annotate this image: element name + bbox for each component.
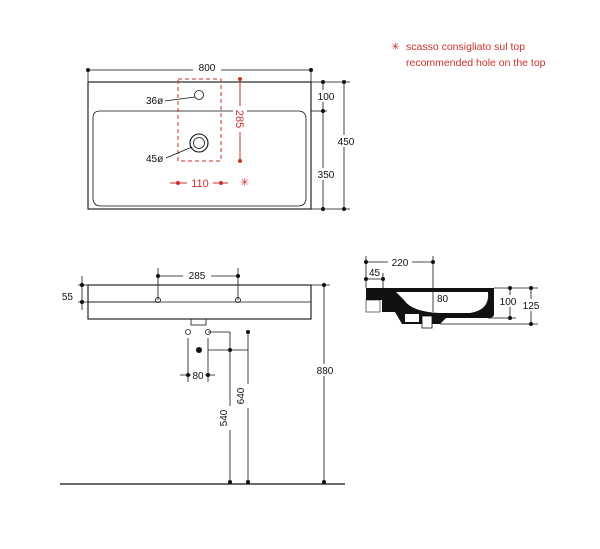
back-depth-label-bg [315,90,337,102]
hook-height-label: 55 [62,292,74,303]
overflow-hole [194,90,204,100]
legend-line-italian: scasso consigliato sul top [406,41,525,53]
section-bowl-cavity [396,292,489,313]
outer-height-top [529,286,533,290]
pipe-height-a-bottom [246,480,250,484]
inner-height-label-bg [497,295,519,307]
depth-label: 450 [338,137,355,148]
pipe-height-a-top [246,330,250,334]
outer-height-label: 125 [523,301,540,312]
total-height-label: 880 [317,366,334,377]
supply-pipe-left [185,329,191,335]
hole-offset-end [238,159,242,163]
hole-width-end [219,181,223,185]
drain-stub [190,318,207,326]
split-dim-top [321,80,325,84]
drain-inner-ring [193,137,205,149]
pipe-height-b-label-bg [224,406,237,430]
inner-height-bottom [508,316,512,320]
section-drain-stub [421,315,433,329]
outer-height-bottom [529,322,533,326]
pipe-spacing-start [186,373,190,377]
pipe-spacing-end [206,373,210,377]
outer-height-label-bg [520,299,542,311]
hole-width-start [176,181,180,185]
pipe-height-b-top [228,348,232,352]
waste-pipe [196,347,202,353]
hook-hole-left [155,297,161,303]
drain-hole-label: 45ø [146,154,163,165]
front-depth-label-bg [315,168,337,180]
total-height-bottom [322,480,326,484]
depth-dim-top [342,80,346,84]
width-label-bg [193,60,221,73]
hook-spacing-label-bg [183,269,211,281]
pipe-height-a-label-bg [241,384,254,408]
split-dim-mid [321,109,325,113]
inner-height-top [508,286,512,290]
front-depth-label: 350 [318,170,335,181]
section-overflow-gap [405,314,419,322]
recommended-hole-marker-icon: ✳ [240,177,249,189]
section-wall-bracket [365,299,381,313]
inner-height-label: 100 [500,297,517,308]
hook-height-top [80,283,84,287]
bowl-depth-label: 80 [437,294,449,305]
side-depth-label-bg [388,256,412,268]
side-view: 220 45 80 100 125 [364,256,542,329]
legend-line-english: recommended hole on the top [406,57,546,69]
depth-label-bg [335,135,357,147]
pipe-spacing-label: 80 [192,371,204,382]
back-depth-label: 100 [318,92,335,103]
hole-offset-label-bg [233,106,247,132]
hole-width-label: 110 [191,178,209,190]
hook-spacing-label: 285 [189,271,206,282]
hook-hole-right [235,297,241,303]
split-dim-bottom [321,207,325,211]
hook-height-bottom [80,300,84,304]
depth-dim-bottom [342,207,346,211]
width-label: 800 [199,63,216,74]
hole-offset-start [238,77,242,81]
basin-outline [87,81,312,210]
hole-offset-label: 285 [233,110,245,128]
drain-leader [165,146,193,159]
rim-start [364,277,368,281]
legend: ✳ scasso consigliato sul top recommended… [391,41,546,69]
drain-outer-ring [189,133,209,153]
front-view: 285 55 80 540 [60,268,345,485]
total-height-label-bg [314,364,336,376]
legend-asterisk-icon: ✳ [391,41,400,53]
bowl-outline [92,110,307,207]
side-depth-label: 220 [392,258,409,269]
top-view: 800 285 110 ✳ 36ø 45ø [86,60,357,211]
overflow-leader [164,96,196,102]
hole-width-label-bg [187,176,213,189]
recommended-hole-area [177,78,222,162]
pipe-spacing-label-bg [191,369,205,381]
pipe-height-b-label: 540 [219,409,230,426]
overflow-hole-label: 36ø [146,96,163,107]
total-height-top [322,283,326,287]
pipe-height-a-label: 640 [236,387,247,404]
rim-label: 45 [369,268,381,279]
pipe-height-b-bottom [228,480,232,484]
